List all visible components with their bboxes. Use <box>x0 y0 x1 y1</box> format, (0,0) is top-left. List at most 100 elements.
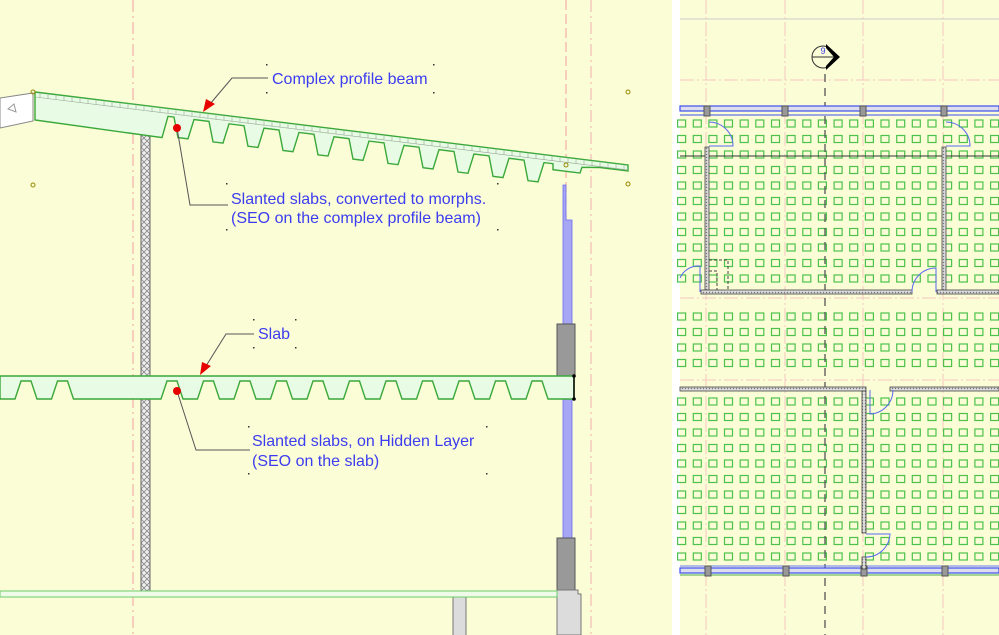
ceiling-tile <box>958 274 968 283</box>
ceiling-tile <box>958 134 968 144</box>
ceiling-tile <box>942 343 953 352</box>
ceiling-tile <box>958 327 968 337</box>
ceiling-tile <box>755 150 765 159</box>
hotspot[interactable] <box>572 397 576 401</box>
ceiling-tile <box>802 505 812 515</box>
ceiling-tile <box>896 258 906 268</box>
ceiling-tile <box>802 397 812 406</box>
label-complex-profile-beam[interactable]: Complex profile beam <box>272 71 428 88</box>
section-view[interactable]: Complex profile beam Slanted slabs, conv… <box>0 0 672 635</box>
leader-lines <box>176 77 268 451</box>
ceiling-tile <box>864 536 875 546</box>
ceiling-tile <box>755 459 765 468</box>
ceiling-tile <box>896 474 906 484</box>
marker-dot[interactable] <box>173 124 181 132</box>
label-hidden-line1[interactable]: Slanted slabs, on Hidden Layer <box>252 433 475 450</box>
ceiling-tile <box>880 196 890 206</box>
ceiling-tile <box>880 258 890 268</box>
ceiling-tile <box>911 196 921 206</box>
label-morphs-line2[interactable]: (SEO on the complex profile beam) <box>231 210 481 227</box>
ceiling-tile <box>974 196 984 206</box>
ceiling-tile <box>896 505 906 515</box>
ceiling-tile <box>911 343 921 352</box>
door-swings[interactable] <box>679 121 971 558</box>
hotspot[interactable] <box>572 374 576 378</box>
ceiling-tile <box>676 521 687 530</box>
ceiling-tile <box>927 397 937 406</box>
ceiling-tile <box>739 459 749 468</box>
ceiling-tile <box>755 243 765 252</box>
ceiling-tile <box>770 327 781 337</box>
label-slab[interactable]: Slab <box>258 326 290 343</box>
ceiling-tile <box>896 196 906 206</box>
ceiling-tile <box>958 459 968 468</box>
ceiling-tile <box>911 490 921 499</box>
ceiling-tile <box>833 552 843 561</box>
ceiling-tile <box>692 212 702 221</box>
ceiling-tile <box>755 443 765 453</box>
interior-walls[interactable] <box>679 146 999 570</box>
ceiling-tile <box>708 397 718 406</box>
ceiling-tile <box>786 443 796 453</box>
ceiling-tile <box>802 312 812 321</box>
wall-block[interactable] <box>556 537 576 591</box>
ceiling-tile <box>786 358 796 368</box>
ceiling-tile <box>942 521 953 530</box>
ceiling-tile <box>896 181 906 190</box>
ceiling-tile <box>864 134 875 144</box>
ground-slab[interactable] <box>0 590 558 598</box>
ceiling-tile <box>896 274 906 283</box>
ceiling-tile <box>896 358 906 368</box>
ceiling-tile <box>833 243 843 252</box>
ceiling-tile <box>864 312 875 321</box>
ceiling-tile <box>927 521 937 530</box>
ceiling-tile <box>802 196 812 206</box>
plan-view[interactable]: 9 <box>676 0 999 635</box>
ceiling-tile <box>974 243 984 252</box>
foundation-wall <box>556 589 582 635</box>
roof-overhang <box>0 92 34 129</box>
ceiling-tile <box>817 343 828 352</box>
ceiling-tile <box>896 212 906 221</box>
ceiling-tile <box>708 428 718 437</box>
ceiling-tile <box>974 343 984 352</box>
plan-columns[interactable] <box>703 105 949 577</box>
ceiling-tile <box>864 119 875 128</box>
ceiling-tile <box>911 165 921 175</box>
marker-dot[interactable] <box>173 387 181 395</box>
section-marker-icon[interactable]: 9 <box>811 44 840 70</box>
ceiling-tile <box>817 474 828 484</box>
ceiling-tile <box>739 397 749 406</box>
ceiling-tile <box>833 474 843 484</box>
label-morphs-line1[interactable]: Slanted slabs, converted to morphs. <box>231 191 486 208</box>
ceiling-tile <box>739 358 749 368</box>
ceiling-tile <box>958 181 968 190</box>
complex-profile-beam[interactable] <box>34 91 629 183</box>
ceiling-tile <box>911 552 921 561</box>
ceiling-tile <box>849 358 859 368</box>
ceiling-tile <box>911 521 921 530</box>
hotspots[interactable] <box>30 89 631 188</box>
label-hidden-line2[interactable]: (SEO on the slab) <box>252 453 379 470</box>
ceiling-tile <box>880 274 890 283</box>
ceiling-tile <box>958 119 968 128</box>
ceiling-tile <box>927 165 937 175</box>
ceiling-tile <box>708 134 718 144</box>
ceiling-tile <box>880 428 890 437</box>
ceiling-tile <box>880 243 890 252</box>
ceiling-tile <box>817 428 828 437</box>
ceiling-tile <box>755 134 765 144</box>
ceiling-tile <box>942 459 953 468</box>
ceiling-tile <box>755 196 765 206</box>
ceiling-tile <box>692 397 702 406</box>
ceiling-tile <box>739 552 749 561</box>
ceiling-tile <box>817 327 828 337</box>
ceiling-tile <box>692 552 702 561</box>
hatched-column[interactable] <box>140 129 151 593</box>
ceiling-tile <box>723 150 734 159</box>
ribbed-slab[interactable] <box>0 375 575 400</box>
wall-block[interactable] <box>556 323 576 377</box>
ceiling-tile <box>786 397 796 406</box>
